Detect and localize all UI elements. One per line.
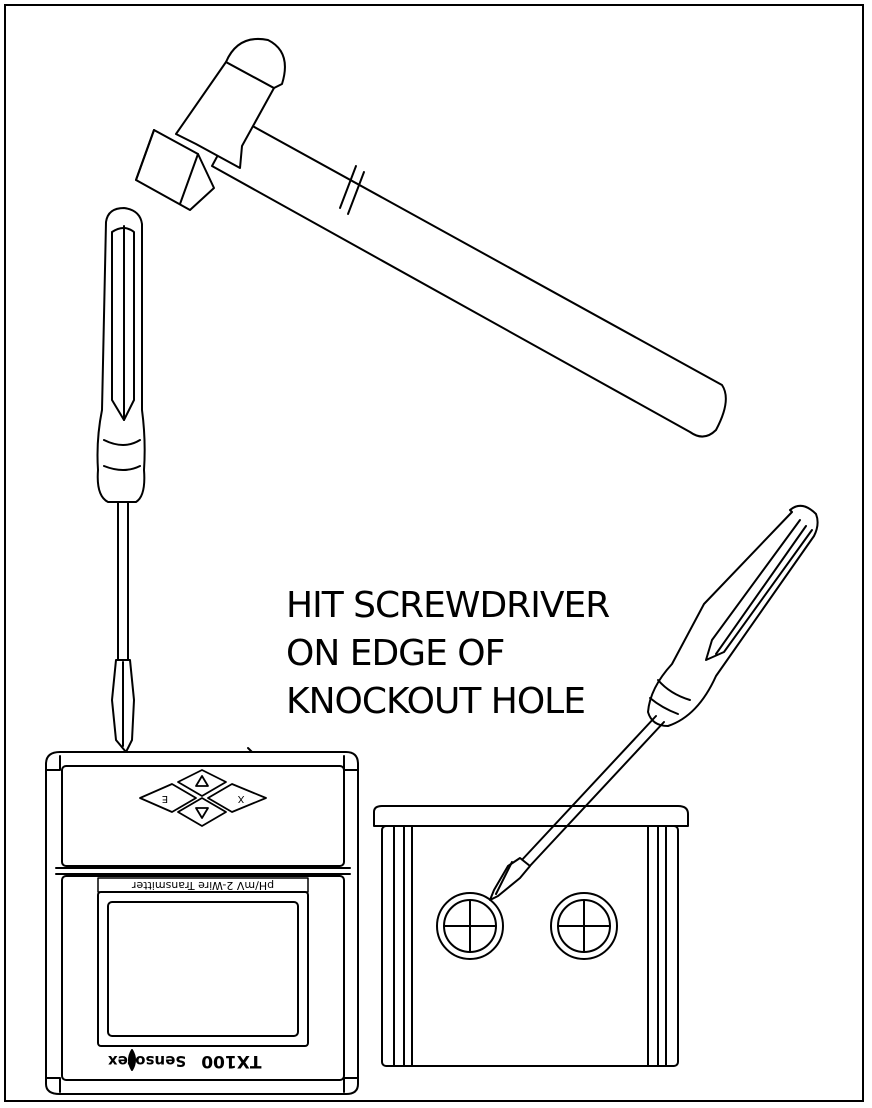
key-left — [139, 783, 197, 813]
key-down — [177, 797, 227, 827]
instruction-text: HIT SCREWDRIVER ON EDGE OF KNOCKOUT HOLE — [286, 582, 610, 726]
sensorex-logo-icon — [128, 1049, 136, 1071]
screwdriver-vertical-icon — [96, 207, 146, 753]
hammer-handle — [211, 117, 727, 438]
transmitter-outline — [45, 751, 359, 1095]
device-nameplate: TX100 Sensorex — [108, 1050, 298, 1072]
instruction-line-3: KNOCKOUT HOLE — [286, 681, 586, 722]
hammer-peen — [225, 38, 286, 89]
triangle-up-icon — [195, 775, 209, 787]
keypad — [139, 769, 267, 827]
instruction-line-2: ON EDGE OF — [286, 633, 505, 674]
knockout-hole-left — [436, 892, 504, 960]
knockout-hole-right — [550, 892, 618, 960]
screwdriver-diagonal-tip — [489, 857, 531, 901]
key-right-label: X — [237, 793, 245, 804]
hammer-icon — [135, 38, 727, 438]
device-brand: Sensorex — [108, 1052, 187, 1070]
figure-border — [4, 4, 864, 1102]
junction-box-lid — [373, 805, 689, 827]
screwdriver-handle — [96, 207, 146, 503]
key-left-label: E — [161, 793, 169, 804]
key-up — [177, 769, 227, 797]
junction-box — [373, 805, 689, 1067]
transmitter-front — [45, 747, 359, 1095]
screwdriver-diagonal-handle — [647, 504, 819, 727]
screwdriver-diagonal-icon — [489, 504, 819, 901]
device-model: TX100 — [201, 1051, 262, 1071]
triangle-down-icon — [195, 807, 209, 819]
key-right — [207, 783, 267, 813]
instruction-line-1: HIT SCREWDRIVER — [286, 585, 610, 626]
device-label: pH/mV 2-Wire Transmitter — [131, 879, 275, 892]
